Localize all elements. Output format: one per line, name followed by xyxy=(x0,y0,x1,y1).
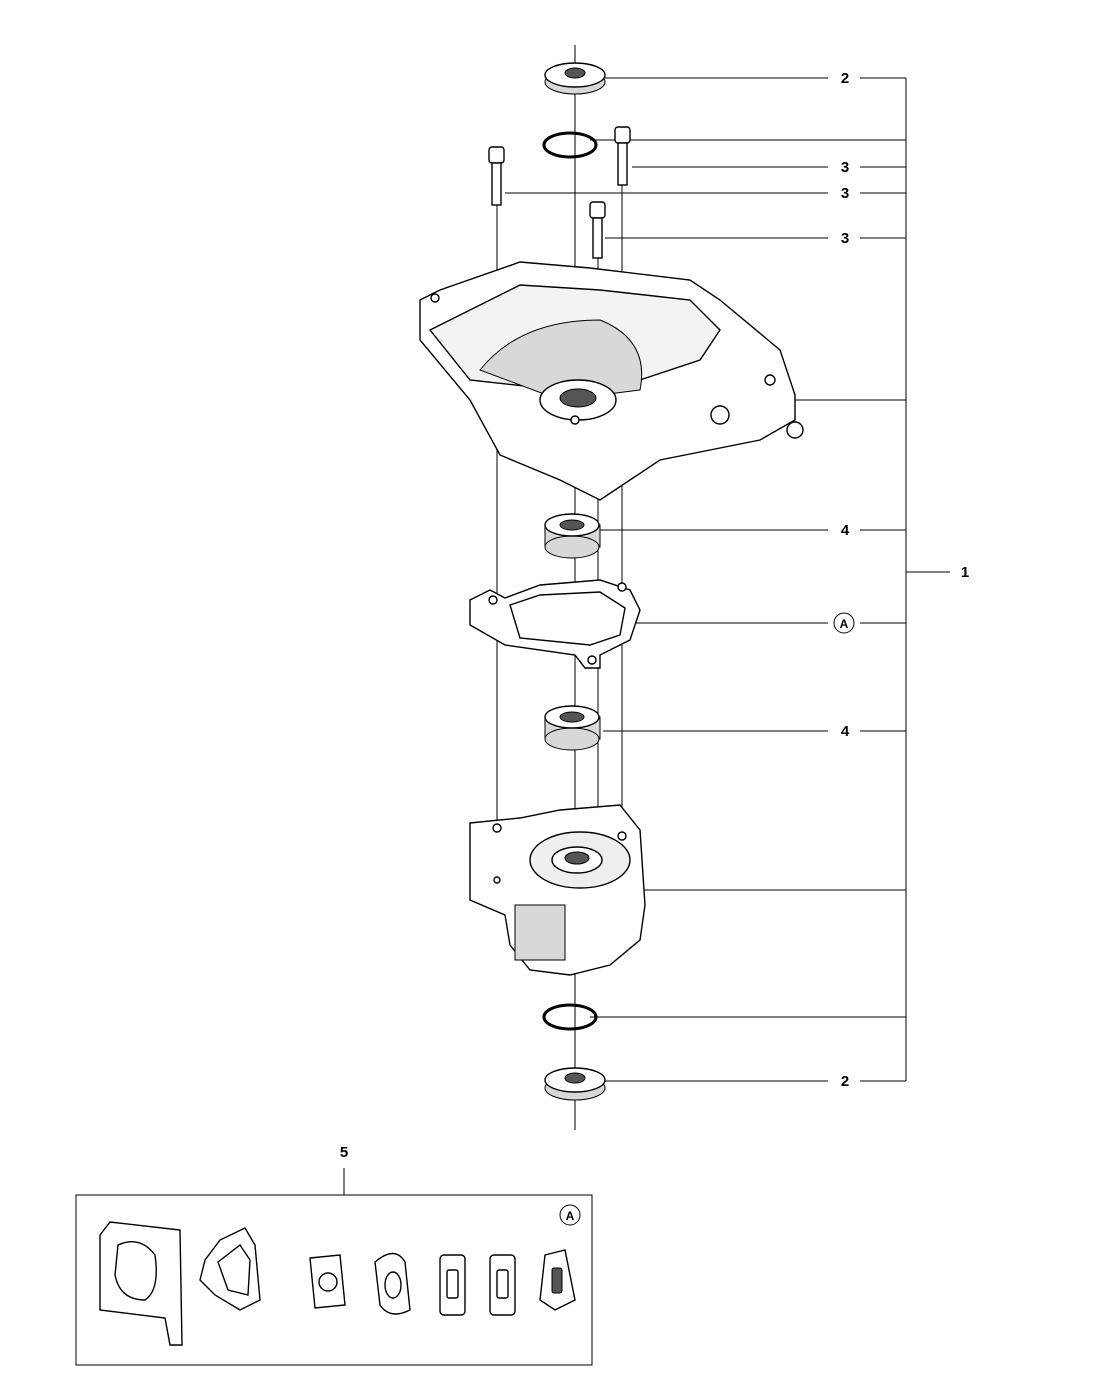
circlip-top xyxy=(542,131,598,159)
callout-seal-top: 2 xyxy=(841,70,849,87)
callout-circle xyxy=(833,612,855,634)
callout-screw-left: 3 xyxy=(841,185,849,202)
callout-gasket-kit: 5 xyxy=(340,1144,348,1161)
callout-screw-mid: 3 xyxy=(841,230,849,247)
crankcase-upper xyxy=(419,261,804,501)
leader-lines xyxy=(505,77,828,1082)
bearing-top xyxy=(544,513,601,559)
assembly-bracket xyxy=(590,77,950,1082)
gasket xyxy=(469,579,641,669)
screw xyxy=(488,146,505,206)
seal-bottom xyxy=(544,1067,606,1101)
callout-seal-bottom: 2 xyxy=(841,1073,849,1090)
screw xyxy=(614,126,631,186)
screw xyxy=(589,201,606,259)
gasket-kit-ref-marker: A xyxy=(566,1209,575,1223)
callout-screw-right: 3 xyxy=(841,159,849,176)
circlip-bottom xyxy=(542,1003,598,1031)
callout-bearing-bottom: 4 xyxy=(841,723,850,740)
callout-bearing-top: 4 xyxy=(841,522,850,539)
crankcase-lower xyxy=(469,804,646,976)
gasket-kit-parts xyxy=(99,1221,576,1346)
bearing-bottom xyxy=(544,705,601,751)
callout-crankcase-assembly: 1 xyxy=(961,564,969,581)
seal-top xyxy=(544,62,606,95)
callout-gasket-ref: A xyxy=(840,617,849,631)
gasket-kit-box xyxy=(75,1194,593,1366)
